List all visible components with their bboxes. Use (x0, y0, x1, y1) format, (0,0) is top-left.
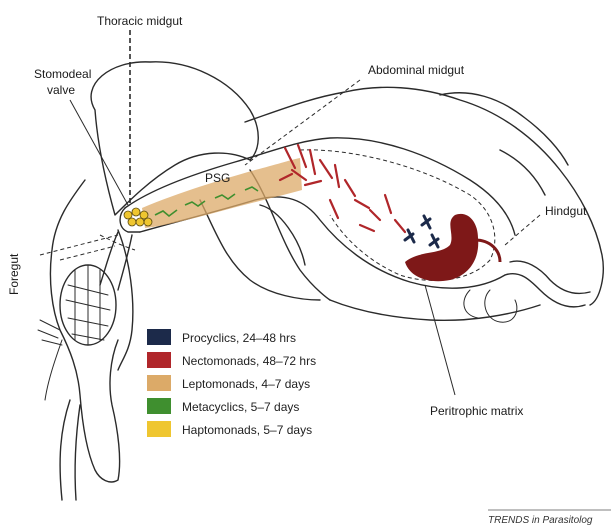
legend-label-metacyclics: Metacyclics, 5–7 days (182, 400, 299, 414)
legend-label-procyclics: Procyclics, 24–48 hrs (182, 331, 296, 345)
label-foregut: Foregut (7, 253, 21, 295)
label-thoracic-midgut: Thoracic midgut (97, 14, 183, 28)
legend-swatch-nectomonads (147, 352, 171, 368)
procyclics-marks (405, 216, 438, 247)
legend-swatch-leptomonads (147, 375, 171, 391)
legend-label-leptomonads: Leptomonads, 4–7 days (182, 377, 310, 391)
fly-body-outline (38, 62, 603, 500)
legend: Procyclics, 24–48 hrs Nectomonads, 48–72… (147, 329, 316, 437)
leptomonads-region (142, 158, 302, 228)
legend-label-nectomonads: Nectomonads, 48–72 hrs (182, 354, 316, 368)
legend-label-haptomonads: Haptomonads, 5–7 days (182, 423, 312, 437)
label-psg: PSG (205, 171, 230, 185)
legend-swatch-procyclics (147, 329, 171, 345)
label-peritrophic-matrix: Peritrophic matrix (430, 404, 523, 418)
legend-swatch-metacyclics (147, 398, 171, 414)
label-hindgut: Hindgut (545, 204, 587, 218)
source-credit: TRENDS in Parasitolog (488, 515, 593, 526)
bloodmeal-region (405, 214, 478, 281)
legend-swatch-haptomonads (147, 421, 171, 437)
label-stomodeal-valve-line1: Stomodeal (34, 67, 91, 81)
label-abdominal-midgut: Abdominal midgut (368, 63, 465, 77)
label-stomodeal-valve-line2: valve (47, 83, 75, 97)
